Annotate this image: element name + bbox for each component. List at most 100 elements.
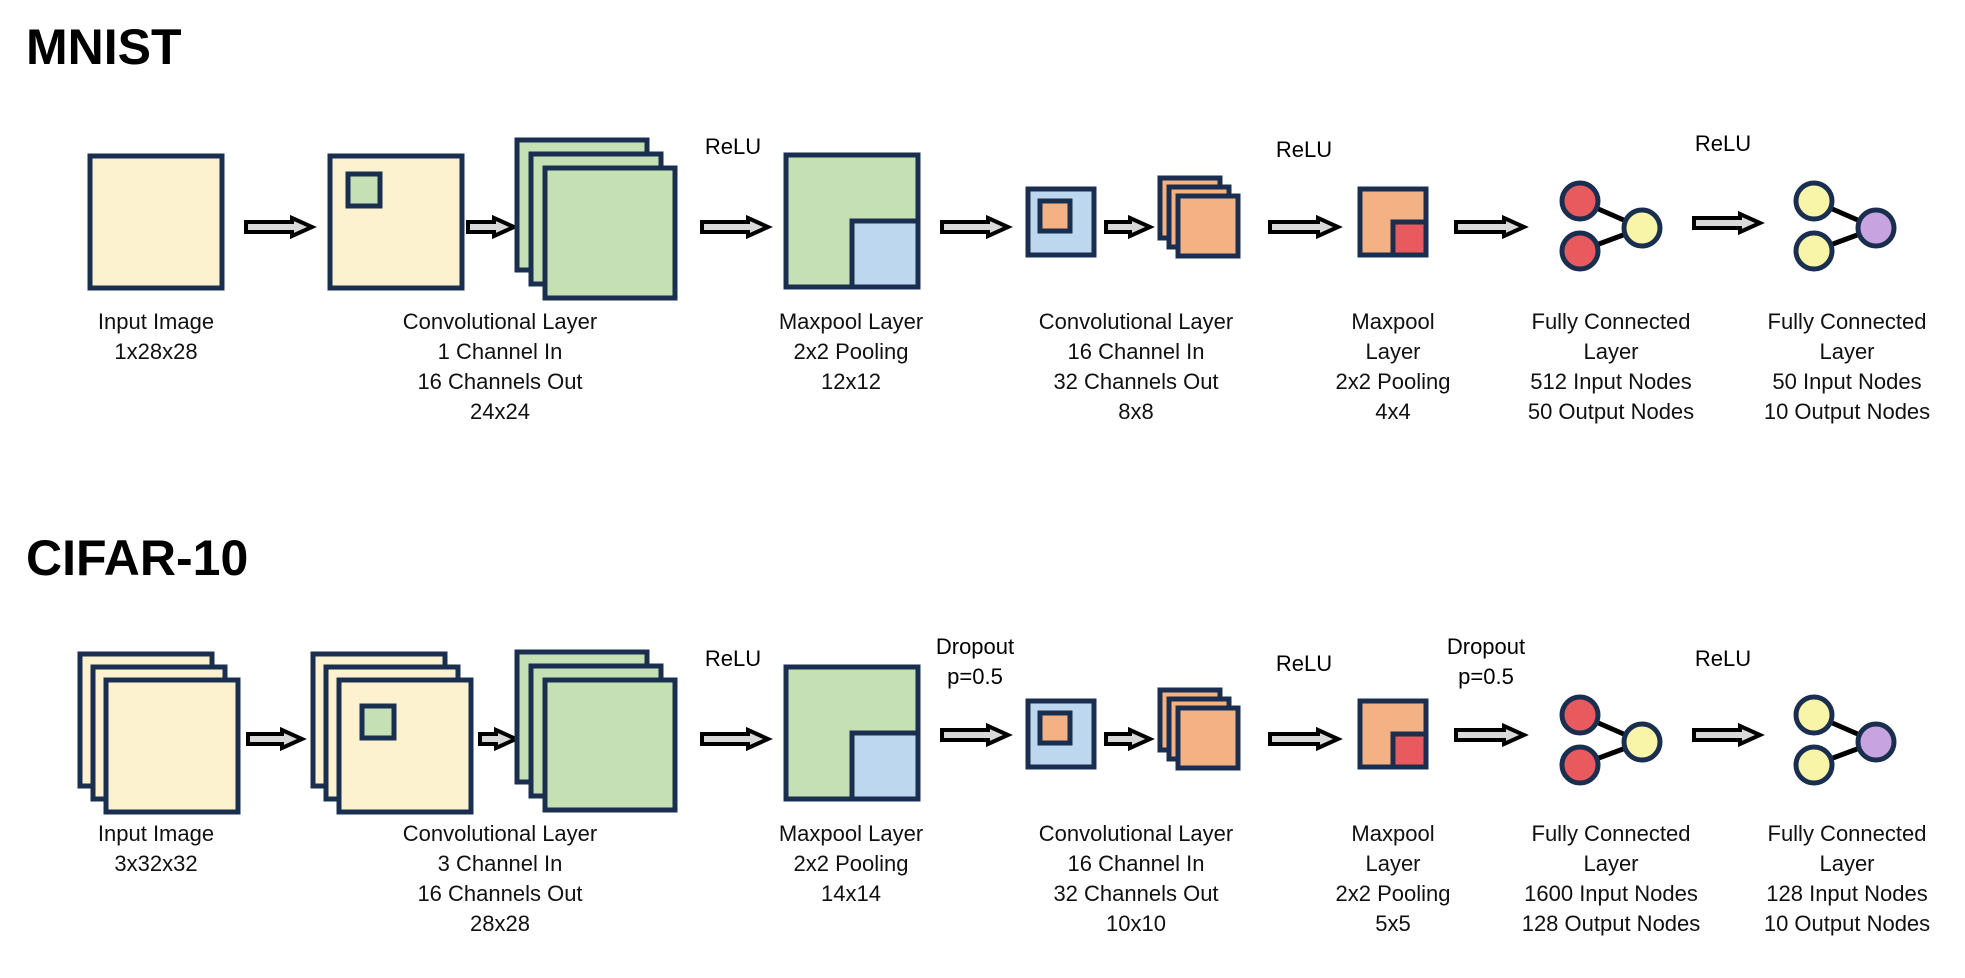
input-image-icon	[87, 153, 225, 291]
input-image-icon	[77, 651, 241, 815]
fc-input-node	[1793, 230, 1835, 272]
layer-caption: 50 Output Nodes	[1528, 399, 1694, 424]
layer-caption: 16 Channels Out	[417, 881, 582, 906]
layer-caption: 10 Output Nodes	[1764, 399, 1930, 424]
maxpool-icon	[1357, 186, 1429, 258]
layer-caption: 4x4	[1375, 399, 1410, 424]
feature-maps-icon	[514, 137, 678, 301]
activation-label: ReLU	[1276, 651, 1332, 676]
feature-map-sheet	[542, 677, 678, 813]
arrow-icon	[1104, 214, 1155, 240]
layer-caption: Convolutional Layer	[403, 821, 597, 846]
arrow-icon	[700, 726, 773, 752]
arrow-icon	[1454, 214, 1529, 240]
layer-caption: 8x8	[1118, 399, 1153, 424]
fully-connected-icon	[1559, 694, 1663, 786]
maxpool-icon	[1357, 698, 1429, 770]
layer-caption: Fully Connected	[1768, 309, 1927, 334]
layer-caption: Fully Connected	[1532, 309, 1691, 334]
layer-caption: 16 Channels Out	[417, 369, 582, 394]
arrow-icon	[1454, 214, 1529, 240]
arrow-icon	[244, 214, 317, 240]
layer-caption: 16 Channel In	[1068, 339, 1205, 364]
layer-caption: Layer	[1583, 851, 1638, 876]
pool-window	[1390, 731, 1429, 770]
layer-caption: Layer	[1365, 851, 1420, 876]
layer-caption: 2x2 Pooling	[1336, 881, 1451, 906]
layer-caption: Layer	[1819, 851, 1874, 876]
arrow-icon	[1104, 214, 1155, 240]
activation-label: ReLU	[705, 646, 761, 671]
layer-caption: 2x2 Pooling	[1336, 369, 1451, 394]
fc-input-node	[1793, 744, 1835, 786]
activation-label: ReLU	[1276, 137, 1332, 162]
pool-window	[849, 730, 921, 802]
arrow-icon	[1454, 722, 1529, 748]
arrow-icon	[1692, 722, 1765, 748]
feature-maps-icon	[514, 649, 678, 813]
conv-input-sheet	[336, 677, 474, 815]
arrow-icon	[466, 214, 519, 240]
arrow-icon	[478, 726, 521, 752]
layer-caption: Convolutional Layer	[1039, 309, 1233, 334]
pool-window	[1390, 219, 1429, 258]
layer-caption: 28x28	[470, 911, 530, 936]
arrow-icon	[1268, 726, 1343, 752]
conv-kernel	[345, 171, 383, 209]
layer-caption: 512 Input Nodes	[1530, 369, 1691, 394]
arrow-icon	[478, 726, 521, 752]
arrow-icon	[1268, 726, 1343, 752]
arrow-icon	[1104, 726, 1155, 752]
activation-label: ReLU	[1695, 131, 1751, 156]
layer-caption: Maxpool	[1351, 309, 1434, 334]
layer-caption: 3 Channel In	[438, 851, 563, 876]
layer-caption: 1 Channel In	[438, 339, 563, 364]
fully-connected-icon	[1559, 180, 1663, 272]
maxpool-icon	[783, 152, 921, 290]
layer-caption: 32 Channels Out	[1053, 881, 1218, 906]
layer-caption: Convolutional Layer	[403, 309, 597, 334]
layer-caption: 128 Output Nodes	[1522, 911, 1701, 936]
fc-output-node	[1621, 721, 1663, 763]
activation-label: ReLU	[705, 134, 761, 159]
layer-caption: Maxpool	[1351, 821, 1434, 846]
layer-caption: 16 Channel In	[1068, 851, 1205, 876]
layer-caption: 128 Input Nodes	[1766, 881, 1927, 906]
mnist-title: MNIST	[26, 19, 182, 75]
fc-input-node	[1559, 694, 1601, 736]
layer-caption: 12x12	[821, 369, 881, 394]
input-image-sheet	[103, 677, 241, 815]
fc-input-node	[1793, 694, 1835, 736]
arrow-icon	[700, 726, 773, 752]
layer-caption: Layer	[1819, 339, 1874, 364]
layer-caption: 3x32x32	[114, 851, 197, 876]
fc-input-node	[1793, 180, 1835, 222]
layer-caption: Convolutional Layer	[1039, 821, 1233, 846]
feature-map-sheet	[1175, 705, 1241, 771]
arrow-icon	[1268, 214, 1343, 240]
arrow-icon	[244, 214, 317, 240]
conv-layer-icon	[310, 651, 474, 815]
conv-layer-icon	[1025, 698, 1097, 770]
activation-label: p=0.5	[947, 664, 1003, 689]
arrow-icon	[940, 722, 1013, 748]
activation-label: p=0.5	[1458, 664, 1514, 689]
layer-caption: Maxpool Layer	[779, 309, 923, 334]
arrow-icon	[246, 726, 307, 752]
arrow-icon	[1104, 726, 1155, 752]
fc-output-node	[1855, 721, 1897, 763]
layer-caption: 2x2 Pooling	[794, 851, 909, 876]
maxpool-icon	[783, 664, 921, 802]
feature-map-sheet	[542, 165, 678, 301]
fully-connected-icon	[1793, 694, 1897, 786]
conv-layer-icon	[1025, 186, 1097, 258]
layer-caption: Layer	[1365, 339, 1420, 364]
layer-caption: Fully Connected	[1768, 821, 1927, 846]
layer-caption: Layer	[1583, 339, 1638, 364]
arrow-icon	[700, 214, 773, 240]
layer-caption: Fully Connected	[1532, 821, 1691, 846]
arrow-icon	[940, 722, 1013, 748]
activation-label: ReLU	[1695, 646, 1751, 671]
